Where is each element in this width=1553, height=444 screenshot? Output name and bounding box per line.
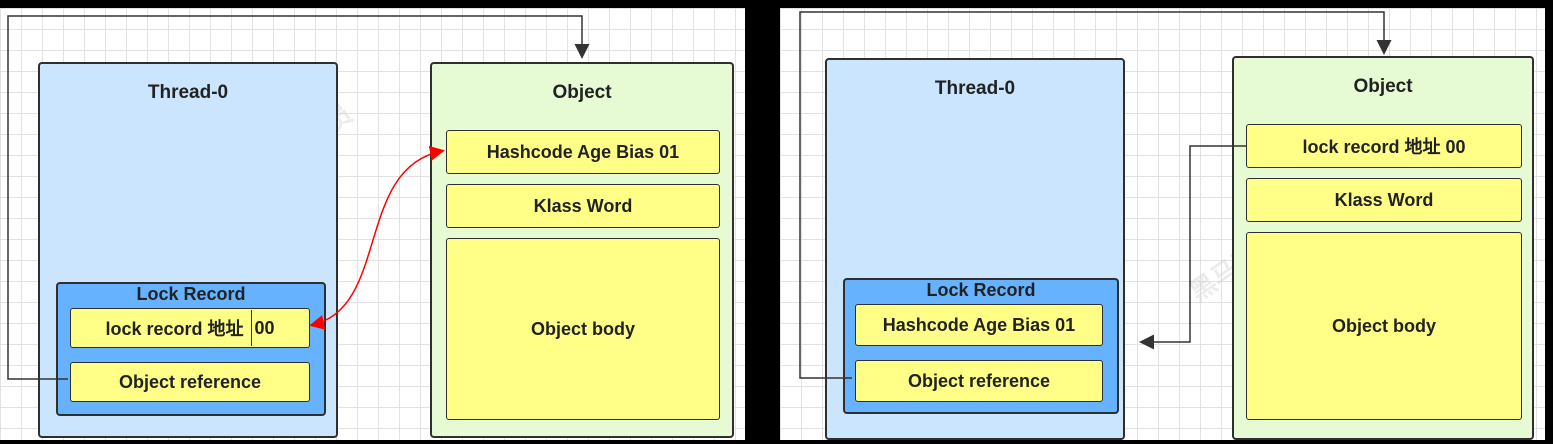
object-reference-cell: Object reference (70, 362, 310, 402)
lock-record-address-label: lock record 地址 (105, 319, 244, 339)
lock-record-box: Lock Record lock record 地址 00 Object ref… (56, 282, 326, 416)
diagram-left-panel: 黑马程序员 Thread-0 Lock Record lock record 地… (0, 8, 745, 440)
object-body-cell: Object body (446, 238, 720, 420)
mark-word-cell: Hashcode Age Bias 01 (446, 130, 720, 174)
object-title: Object (552, 82, 612, 103)
displaced-mark-word-cell: Hashcode Age Bias 01 (855, 304, 1103, 346)
reference-line (799, 11, 1392, 379)
object-body-cell: Object body (1246, 232, 1522, 420)
connectors-left (7, 15, 590, 380)
mark-word-cell: lock record 地址 00 (1246, 124, 1522, 168)
thread-title: Thread-0 (147, 82, 229, 103)
klass-word-cell: Klass Word (446, 184, 720, 228)
lock-record-box: Lock Record Hashcode Age Bias 01 Object … (843, 278, 1119, 414)
thread-box: Thread-0 Lock Record Hashcode Age Bias 0… (825, 58, 1125, 440)
lock-record-title: Lock Record (926, 280, 1036, 300)
connectors-right (799, 11, 1392, 379)
klass-word-cell: Klass Word (1246, 178, 1522, 222)
thread-title: Thread-0 (934, 78, 1016, 99)
object-title: Object (1353, 76, 1413, 97)
object-box: Object lock record 地址 00 Klass Word Obje… (1232, 56, 1534, 440)
diagram-right-panel: 黑马程序员 Thread-0 Lock Record Hashcode Age … (780, 8, 1545, 440)
object-box: Object Hashcode Age Bias 01 Klass Word O… (430, 62, 734, 438)
lock-record-title: Lock Record (136, 284, 246, 304)
lock-record-cell: lock record 地址 00 (70, 308, 310, 348)
reference-line (7, 15, 590, 380)
mark-word-pointer-line (1139, 145, 1246, 350)
object-reference-cell: Object reference (855, 360, 1103, 402)
lock-state-bits: 00 (254, 317, 275, 338)
thread-box: Thread-0 Lock Record lock record 地址 00 O… (38, 62, 338, 438)
cas-arrow (309, 145, 445, 330)
divider (250, 310, 252, 346)
